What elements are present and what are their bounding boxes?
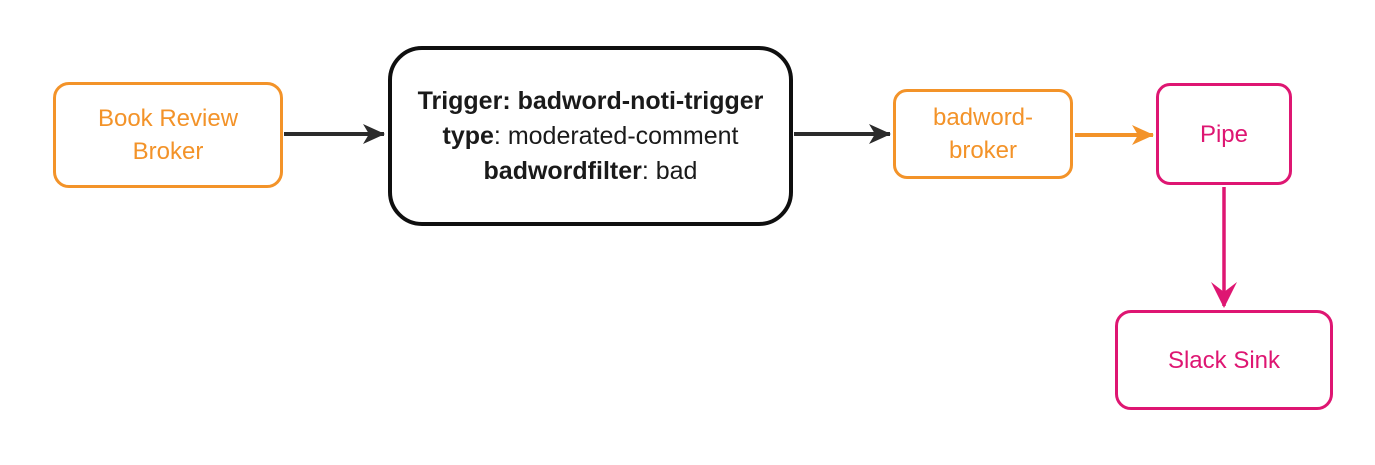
trigger-line-2: type: moderated-comment xyxy=(418,119,764,154)
node-slack-sink: Slack Sink xyxy=(1115,310,1333,410)
node-pipe-label: Pipe xyxy=(1199,120,1249,148)
trigger-type-key: type xyxy=(442,121,494,150)
node-badword-broker: badword-broker xyxy=(893,89,1073,179)
trigger-line-3: badwordfilter: bad xyxy=(418,154,764,189)
node-slack-sink-label: Slack Sink xyxy=(1167,346,1281,374)
trigger-filter-value: : bad xyxy=(641,156,698,185)
trigger-name-text: Trigger: badword-noti-trigger xyxy=(417,86,764,115)
node-book-review-broker: Book Review Broker xyxy=(53,82,283,188)
node-badword-broker-label: badword-broker xyxy=(932,104,1034,164)
node-pipe: Pipe xyxy=(1156,83,1292,185)
trigger-filter-key: badwordfilter xyxy=(483,156,642,185)
node-trigger: Trigger: badword-noti-trigger type: mode… xyxy=(388,46,793,226)
node-book-review-broker-label: Book Review Broker xyxy=(97,105,239,165)
trigger-line-1: Trigger: badword-noti-trigger xyxy=(418,84,764,119)
trigger-type-value: : moderated-comment xyxy=(493,121,739,150)
